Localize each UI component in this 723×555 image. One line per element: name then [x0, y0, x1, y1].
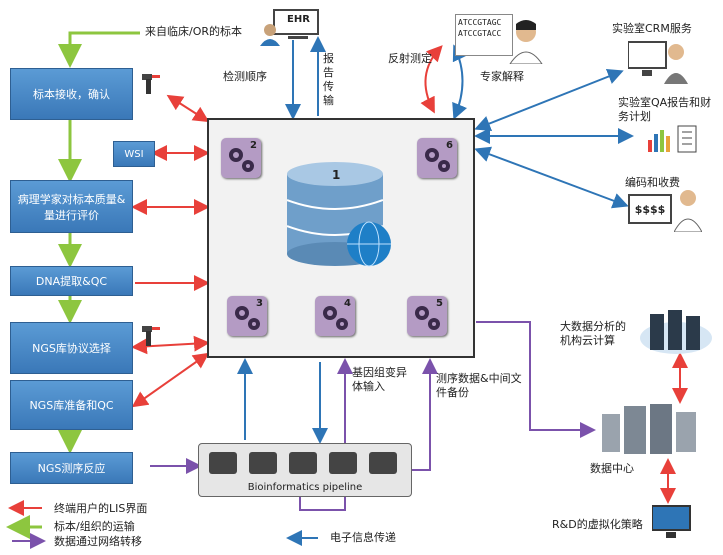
legend-electronic: 电子信息传递: [330, 531, 396, 544]
expert-interp-label: 专家解释: [480, 70, 524, 83]
gears-icon: [415, 306, 440, 330]
billing-monitor: $$$$: [628, 194, 672, 224]
module-number: 2: [250, 140, 257, 151]
lab-qa-label: 实验室QA报告和财务计划: [618, 96, 712, 123]
step-ngs-library-prep: NGS库准备和QC: [10, 380, 133, 430]
step-ngs-protocol: NGS库协议选择: [10, 322, 133, 374]
module-3: 3: [227, 296, 267, 336]
specimen-source-label: 来自临床/OR的标本: [145, 25, 243, 38]
central-lis-system: 2 6 3 4 5 1: [207, 118, 475, 358]
barcode-scanner-icon-2: [140, 322, 162, 348]
test-order-label: 检测顺序: [223, 70, 267, 83]
legend-transport: 标本/组织的运输: [54, 520, 135, 533]
module-number: 4: [344, 298, 351, 309]
datacenter-servers-icon: [596, 402, 706, 456]
pipeline-gear-icon: [369, 452, 397, 474]
module-4: 4: [315, 296, 355, 336]
reflex-test-label: 反射测定: [388, 52, 432, 65]
lab-crm-label: 实验室CRM服务: [612, 22, 692, 35]
step-ngs-sequencing: NGS测序反应: [10, 452, 133, 484]
crm-computer-icon: [627, 38, 688, 84]
legend-lis: 终端用户的LIS界面: [54, 502, 148, 515]
module-number: 5: [436, 298, 443, 309]
report-transfer-label: 报告传输: [323, 52, 334, 107]
pipeline-gear-icon: [289, 452, 317, 474]
gears-icon: [323, 306, 348, 330]
billing-person-icon: [673, 188, 703, 233]
module-2: 2: [221, 138, 261, 178]
dna-sequence-panel: ATCCGTAGC ATCCGTACC: [455, 14, 513, 56]
bigdata-cloud-label: 大数据分析的机构云计算: [560, 320, 626, 347]
pipeline-label: Bioinformatics pipeline: [247, 482, 363, 493]
seq-backup-label: 测序数据&中间文件备份: [436, 372, 522, 399]
gears-icon: [425, 148, 450, 172]
module-number: 3: [256, 298, 263, 309]
step-specimen-receipt: 标本接收，确认: [10, 68, 133, 120]
ehr-label: EHR: [287, 14, 310, 25]
ehr-computer-icon: [260, 8, 320, 46]
rd-virtual-label: R&D的虚拟化策略: [552, 518, 643, 531]
central-number: 1: [332, 168, 341, 182]
wsi-box: WSI: [113, 141, 155, 167]
step-pathologist-review: 病理学家对标本质量&量进行评价: [10, 180, 133, 233]
pipeline-gear-icon: [209, 452, 237, 474]
gears-icon: [235, 306, 260, 330]
pipeline-gear-icon: [249, 452, 277, 474]
barcode-scanner-icon: [140, 70, 162, 96]
step-dna-extraction: DNA提取&QC: [10, 266, 133, 296]
expert-avatar-icon: [508, 20, 544, 65]
rd-computer-icon: [651, 504, 692, 540]
genomic-input-label: 基因组变异体输入: [352, 366, 407, 393]
bioinformatics-pipeline: Bioinformatics pipeline: [198, 443, 412, 497]
module-number: 6: [446, 140, 453, 151]
gears-icon: [229, 148, 254, 172]
coding-billing-label: 编码和收费: [625, 176, 680, 189]
legend-network: 数据通过网络转移: [54, 535, 142, 548]
module-5: 5: [407, 296, 447, 336]
datacenter-label: 数据中心: [590, 462, 634, 475]
cloud-servers-icon: [640, 308, 712, 356]
pipeline-gear-icon: [329, 452, 357, 474]
module-6: 6: [417, 138, 457, 178]
report-chart-icon: [646, 124, 698, 154]
database-icon: [286, 162, 397, 272]
